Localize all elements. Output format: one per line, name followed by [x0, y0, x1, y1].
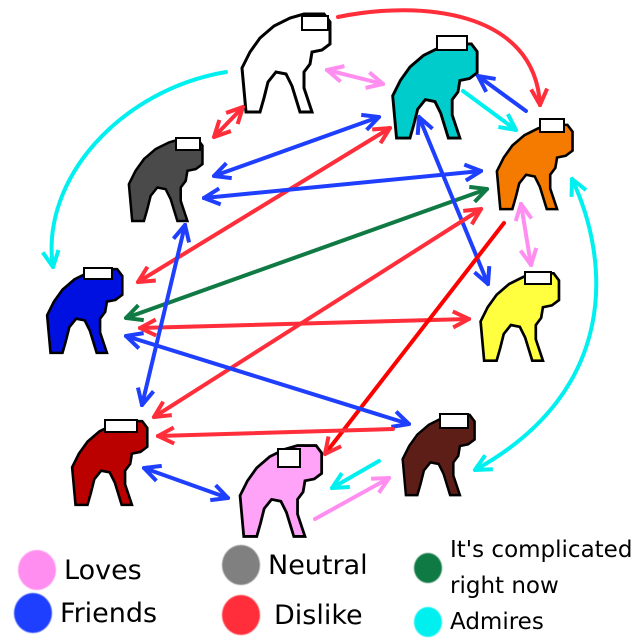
legend-loves: Loves [18, 550, 142, 590]
arrow-loves-pink-brown [313, 478, 389, 521]
arrow-dislike-orange-pink [325, 221, 506, 454]
arrow-friends-darkred-pink [144, 468, 228, 498]
legend-complicated: It's complicated right now [414, 532, 632, 604]
friends-swatch [14, 593, 52, 633]
arrow-friends-gray-teal [214, 117, 379, 176]
legend-label: It's complicated right now [450, 532, 632, 604]
arrow-friends-gray-darkred [142, 225, 185, 405]
arrow-admires-teal-orange [461, 89, 516, 130]
legend-label: Admires [450, 609, 544, 635]
arrow-friends-orange-teal [478, 76, 528, 113]
legend-admires: Admires [414, 604, 544, 640]
arrow-dislike-white-gray [214, 107, 243, 137]
arrow-dislike-brown-darkred [158, 429, 395, 436]
neutral-swatch [222, 545, 260, 585]
complicated-swatch [414, 553, 442, 583]
creature-blue [45, 267, 124, 355]
complicated-line2: right now [450, 573, 559, 599]
admires-swatch [414, 607, 442, 637]
arrow-admires-brown-pink [332, 459, 381, 488]
arrow-dislike-white-orange [336, 8, 540, 105]
arrow-friends-blue-brown [126, 336, 409, 424]
arrow-admires-orange-brown [475, 179, 599, 470]
loves-swatch [18, 550, 56, 590]
arrow-friends-gray-orange [204, 171, 481, 198]
creature-darkred [70, 419, 149, 507]
legend-neutral: Neutral [222, 545, 368, 585]
legend-label: Friends [60, 597, 158, 629]
arrow-loves-orange-yellow [521, 204, 531, 265]
legend-friends: Friends [14, 593, 157, 633]
creature-yellow [479, 271, 561, 363]
dislike-swatch [222, 595, 260, 635]
legend-label: Neutral [268, 549, 368, 581]
arrow-admires-white-blue [52, 70, 228, 267]
creature-orange [495, 123, 575, 211]
arrow-loves-white-teal [327, 70, 383, 84]
legend-label: Dislike [274, 599, 363, 631]
legend-dislike: Dislike [222, 595, 363, 635]
legend-label: Loves [64, 554, 142, 586]
complicated-line1: It's complicated [450, 537, 633, 563]
creature-gray [127, 137, 204, 223]
